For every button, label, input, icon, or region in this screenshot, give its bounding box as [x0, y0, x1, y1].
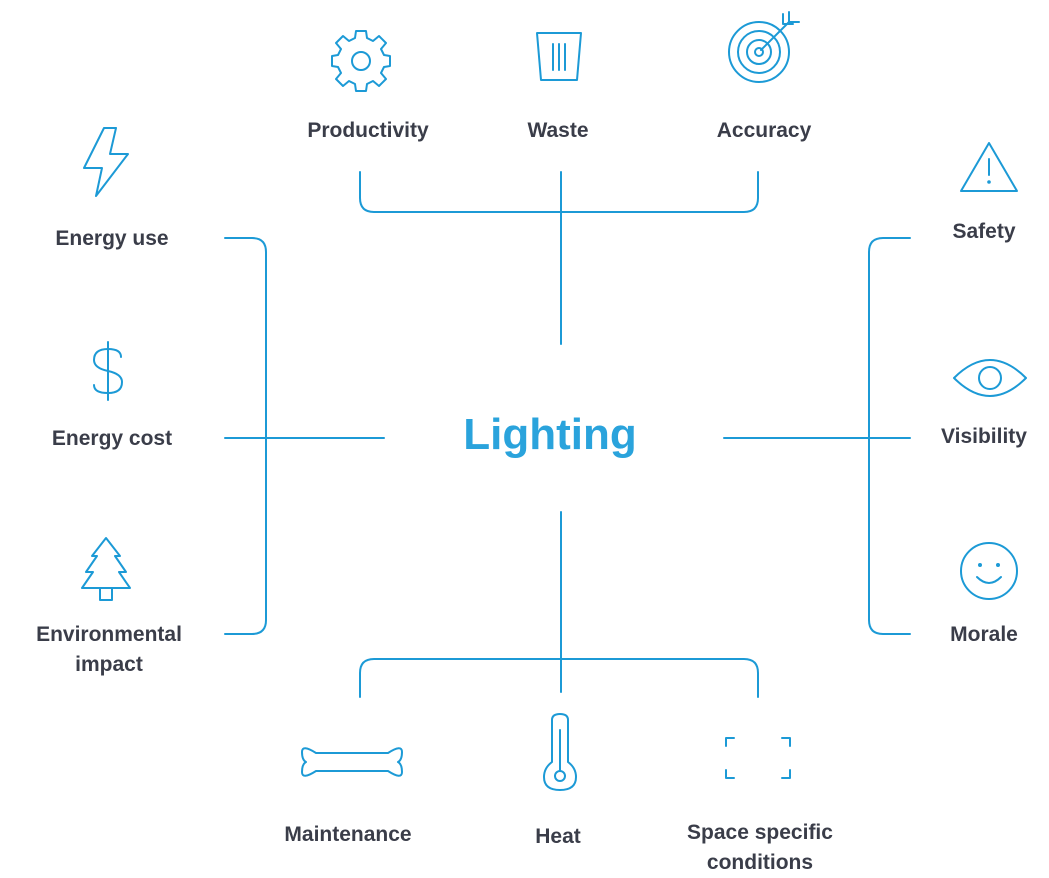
target-icon — [728, 11, 800, 83]
label-visibility: Visibility — [941, 425, 1027, 448]
frame-corners-icon — [725, 737, 791, 779]
warning-triangle-icon — [960, 142, 1018, 192]
label-space-specific-conditions: Space specific conditions — [687, 821, 833, 874]
tree-icon — [81, 537, 131, 601]
label-energy-cost: Energy cost — [51, 427, 173, 450]
top-connector — [359, 171, 759, 345]
thermometer-icon — [543, 713, 577, 791]
label-morale: Morale — [950, 623, 1018, 646]
center-title: Lighting — [463, 410, 637, 459]
right-connector — [723, 237, 911, 635]
label-safety: Safety — [952, 220, 1016, 243]
smiley-face-icon — [960, 542, 1018, 600]
label-maintenance: Maintenance — [284, 823, 412, 846]
left-connector — [224, 237, 385, 635]
trash-bin-icon — [536, 32, 582, 81]
label-productivity: Productivity — [307, 119, 429, 142]
bottom-connector — [359, 511, 759, 698]
eye-icon — [953, 359, 1027, 397]
lightning-bolt-icon — [83, 127, 129, 197]
wrench-icon — [301, 747, 403, 777]
dollar-sign-icon — [93, 341, 123, 401]
label-heat: Heat — [535, 825, 581, 848]
gear-icon — [331, 30, 391, 92]
label-environmental-impact: Environmental impact — [36, 623, 182, 676]
label-waste: Waste — [527, 119, 589, 142]
label-energy-use: Energy use — [55, 227, 169, 250]
label-accuracy: Accuracy — [716, 119, 812, 142]
